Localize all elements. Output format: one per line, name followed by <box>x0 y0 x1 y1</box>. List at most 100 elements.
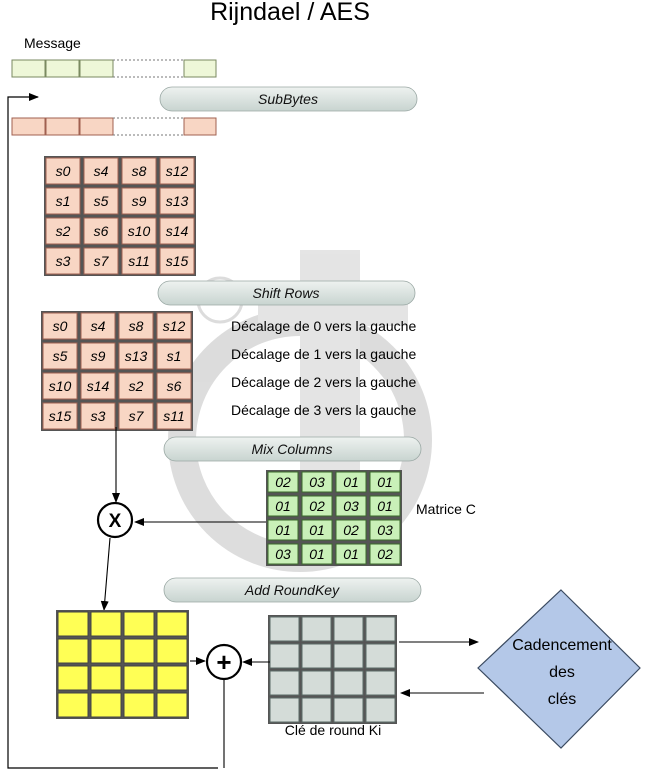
step-bar-addroundkey: Add RoundKey <box>163 577 422 603</box>
grid-cell-label: s10 <box>49 378 72 394</box>
grid-cell <box>335 519 367 541</box>
grid-cell-label: s8 <box>132 163 147 179</box>
grid-cell <box>118 372 154 400</box>
grid-cell <box>156 372 192 400</box>
grid-cell <box>269 670 300 696</box>
grid-cell <box>365 616 396 642</box>
grid-cell <box>121 247 157 275</box>
grid-cell <box>365 670 396 696</box>
grid-cell-label: s4 <box>94 163 109 179</box>
grid-cell <box>121 217 157 245</box>
grid-cell <box>335 471 367 493</box>
grid-cell <box>156 342 192 370</box>
grid-cell <box>80 312 116 340</box>
grid-cell <box>333 670 364 696</box>
grid-cell <box>301 519 333 541</box>
grid-cell-label: s0 <box>56 163 71 179</box>
grid-cell-label: 02 <box>275 474 291 490</box>
grid-cell-label: 03 <box>309 474 325 490</box>
grid-cell <box>333 616 364 642</box>
grid-cell-label: s5 <box>53 348 68 364</box>
grid-cell-label: s13 <box>125 348 148 364</box>
grid-cell <box>301 616 332 642</box>
grid-cell <box>42 372 78 400</box>
grid-cell <box>90 638 122 664</box>
grid-cell <box>156 638 188 664</box>
grid-cell-label: s10 <box>128 223 151 239</box>
grid-cell <box>269 697 300 723</box>
grid-cell-label: 01 <box>275 522 291 538</box>
grid-cell-label: s11 <box>163 408 185 424</box>
grid-cell-label: s15 <box>166 253 189 269</box>
grid-cell <box>159 247 195 275</box>
grid-cell-label: 01 <box>377 498 393 514</box>
grid-cell <box>80 342 116 370</box>
grid-cell-label: 03 <box>275 546 291 562</box>
grid-cell-label: 02 <box>343 522 359 538</box>
grid-cell <box>365 643 396 669</box>
grid-cell <box>156 611 188 637</box>
grid-cell-label: s7 <box>94 253 110 269</box>
grid-cell <box>333 697 364 723</box>
grid-cell <box>369 471 401 493</box>
shift-label: Décalage de 1 vers la gauche <box>231 346 416 362</box>
grid-cell-label: s3 <box>91 408 106 424</box>
strip-cell <box>45 59 80 78</box>
grid-cell <box>118 402 154 430</box>
grid-cell-label: 01 <box>309 522 325 538</box>
grid-cell-label: s12 <box>166 163 189 179</box>
grid-cell <box>90 611 122 637</box>
grid-cell-label: s15 <box>49 408 72 424</box>
grid-cell <box>83 157 119 185</box>
mixed-state-matrix <box>56 610 189 719</box>
grid-cell-label: s14 <box>166 223 189 239</box>
grid-cell <box>83 247 119 275</box>
step-bar-shiftrows: Shift Rows <box>157 280 416 306</box>
grid-cell-label: s11 <box>128 253 150 269</box>
strip-cell <box>79 117 114 136</box>
grid-cell <box>369 495 401 517</box>
grid-cell <box>57 638 89 664</box>
grid-cell <box>123 692 155 718</box>
grid-cell <box>301 495 333 517</box>
step-bar-mixcolumns: Mix Columns <box>163 436 422 462</box>
grid-cell-label: s13 <box>166 193 189 209</box>
add-operator: + <box>205 643 243 681</box>
message-strip <box>11 59 217 78</box>
grid-cell-label: 02 <box>309 498 325 514</box>
grid-cell <box>45 247 81 275</box>
grid-cell <box>159 187 195 215</box>
grid-cell <box>267 519 299 541</box>
grid-cell <box>45 157 81 185</box>
grid-cell-label: 03 <box>343 498 359 514</box>
grid-cell-label: s1 <box>56 193 71 209</box>
grid-cell <box>156 692 188 718</box>
grid-cell <box>335 495 367 517</box>
round-key-matrix <box>268 615 397 724</box>
grid-cell <box>118 312 154 340</box>
strip-cell <box>11 59 46 78</box>
multiply-operator: X <box>96 501 134 539</box>
grid-cell <box>42 402 78 430</box>
message-label: Message <box>24 35 81 51</box>
step-bar-subbytes: SubBytes <box>159 86 418 112</box>
key-schedule-line-3: clés <box>548 691 576 708</box>
grid-cell <box>45 217 81 245</box>
grid-cell <box>301 643 332 669</box>
grid-cell-label: s6 <box>167 378 182 394</box>
grid-cell <box>121 157 157 185</box>
grid-cell-label: s14 <box>87 378 110 394</box>
grid-cell-label: 02 <box>377 546 393 562</box>
grid-cell-label: s6 <box>94 223 109 239</box>
grid-cell <box>118 342 154 370</box>
grid-cell <box>83 187 119 215</box>
strip-cell <box>45 117 80 136</box>
grid-cell <box>267 495 299 517</box>
grid-cell <box>335 543 367 565</box>
grid-cell <box>57 665 89 691</box>
strip-cell <box>79 59 114 78</box>
